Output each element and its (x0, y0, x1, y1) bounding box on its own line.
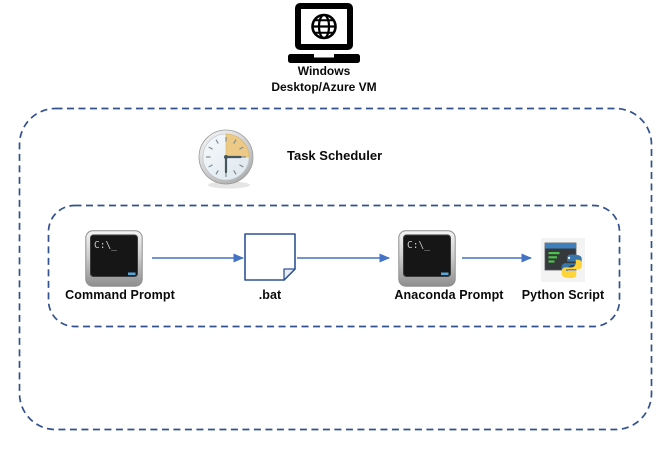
vm-title-line1: Windows (297, 64, 351, 78)
bat-file-label: .bat (258, 288, 282, 302)
python-script-label: Python Script (521, 288, 605, 302)
anaconda-prompt-label: Anaconda Prompt (394, 288, 504, 302)
task-scheduler-clock-icon (198, 129, 254, 189)
task-scheduler-label: Task Scheduler (287, 148, 383, 163)
python-script-icon (541, 238, 585, 282)
vm-boundary-dashed-box (18, 107, 653, 431)
bat-file-document-icon (244, 233, 296, 281)
command-prompt-terminal-icon: C:\_ (85, 230, 143, 287)
command-prompt-screen-text: C:\_ (94, 240, 117, 251)
laptop-globe-icon (288, 3, 360, 63)
anaconda-prompt-terminal-icon: C:\_ (398, 230, 456, 287)
pipeline-boundary-dashed-box (47, 204, 621, 328)
command-prompt-label: Command Prompt (65, 288, 175, 302)
vm-title-line2: Desktop/Azure VM (271, 80, 377, 94)
anaconda-prompt-screen-text: C:\_ (407, 240, 430, 251)
vm-title: Windows Desktop/Azure VM (244, 63, 404, 95)
